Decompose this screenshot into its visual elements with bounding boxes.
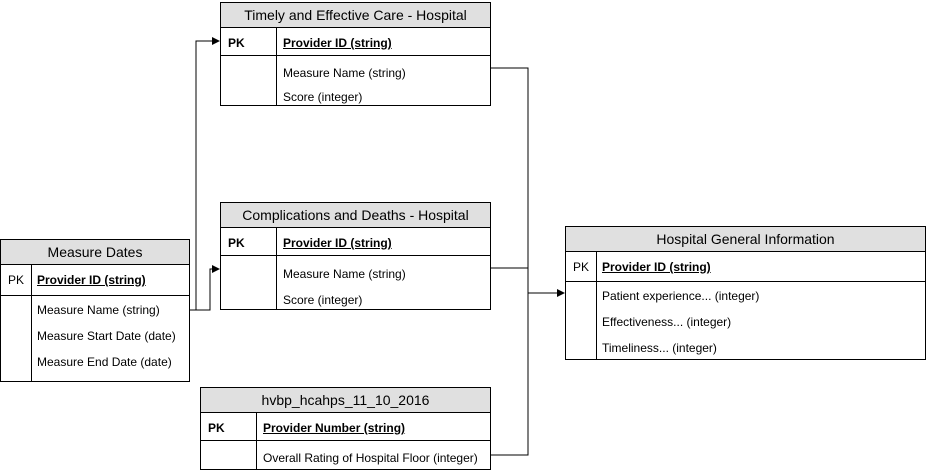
pk-field: Provider ID (string) xyxy=(37,273,146,287)
pk-field: Provider ID (string) xyxy=(602,260,711,274)
column-divider xyxy=(276,228,277,309)
pk-field: Provider ID (string) xyxy=(283,236,392,250)
pk-label: PK xyxy=(228,236,245,250)
pk-row: PK Provider ID (string) xyxy=(221,28,490,56)
field: Measure End Date (date) xyxy=(37,355,172,369)
entity-title: Hospital General Information xyxy=(566,227,925,252)
column-divider xyxy=(596,252,597,359)
field: Measure Start Date (date) xyxy=(37,329,176,343)
pk-label: PK xyxy=(573,260,590,274)
column-divider xyxy=(31,265,32,381)
connector-measure-dates-to-timely xyxy=(190,37,220,311)
field: Measure Name (string) xyxy=(283,267,406,281)
pk-row: PK Provider ID (string) xyxy=(566,252,925,282)
field: Measure Name (string) xyxy=(283,66,406,80)
pk-row: PK Provider ID (string) xyxy=(221,228,490,256)
pk-row: PK Provider ID (string) xyxy=(1,265,189,296)
field: Effectiveness... (integer) xyxy=(602,315,732,329)
pk-label: PK xyxy=(8,273,25,287)
pk-label: PK xyxy=(228,36,245,50)
connector-hvbp-to-general xyxy=(491,293,529,456)
entity-timely-effective-care[interactable]: Timely and Effective Care - Hospital PK … xyxy=(220,2,491,106)
entity-measure-dates[interactable]: Measure Dates PK Provider ID (string) Me… xyxy=(0,239,190,382)
entity-hospital-general-information[interactable]: Hospital General Information PK Provider… xyxy=(565,226,926,360)
connector-measure-dates-to-complications xyxy=(190,265,220,311)
entity-title: Measure Dates xyxy=(1,240,189,265)
pk-field: Provider ID (string) xyxy=(283,36,392,50)
field: Score (integer) xyxy=(283,90,363,104)
field: Measure Name (string) xyxy=(37,303,160,317)
column-divider xyxy=(276,28,277,105)
entity-title: Complications and Deaths - Hospital xyxy=(221,203,490,228)
entity-title: hvbp_hcahps_11_10_2016 xyxy=(201,388,490,413)
column-divider xyxy=(256,413,257,469)
pk-row: PK Provider Number (string) xyxy=(201,413,490,441)
pk-label: PK xyxy=(208,421,225,435)
field: Patient experience... (integer) xyxy=(602,289,760,303)
entity-hvbp-hcahps[interactable]: hvbp_hcahps_11_10_2016 PK Provider Numbe… xyxy=(200,387,491,470)
field: Overall Rating of Hospital Floor (intege… xyxy=(263,451,478,465)
pk-field: Provider Number (string) xyxy=(263,421,406,435)
field: Score (integer) xyxy=(283,293,363,307)
connector-timely-to-general xyxy=(491,67,565,297)
field: Timeliness... (integer) xyxy=(602,341,717,355)
entity-title: Timely and Effective Care - Hospital xyxy=(221,3,490,28)
entity-complications-deaths[interactable]: Complications and Deaths - Hospital PK P… xyxy=(220,202,491,310)
